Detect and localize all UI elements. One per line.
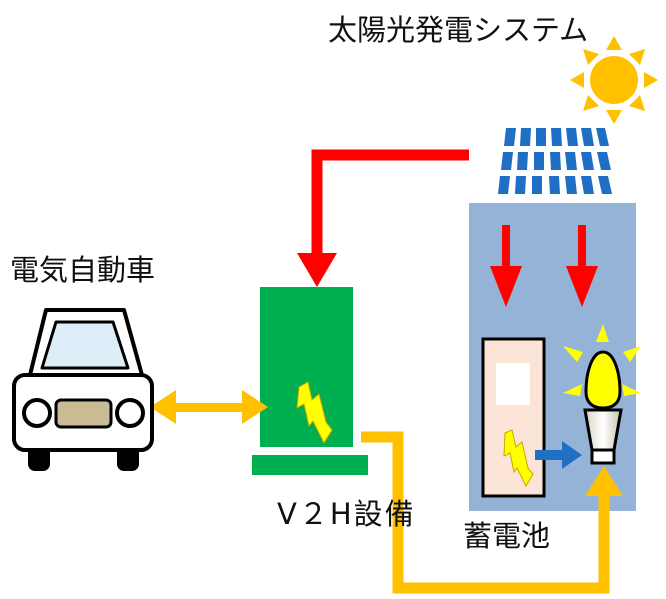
lightning-icon	[296, 381, 333, 445]
electric-vehicle-label: 電気自動車	[10, 253, 156, 287]
solar-panel-icon	[498, 128, 612, 194]
solar-to-v2h-arrow	[297, 149, 469, 287]
battery-unit	[481, 337, 546, 498]
solar-to-bulb-arrow	[566, 225, 598, 307]
sun-icon	[570, 36, 658, 124]
v2h-unit	[252, 287, 368, 475]
storage-battery-label: 蓄電池	[463, 519, 551, 553]
light-bulb-icon	[563, 324, 641, 465]
car-icon	[12, 308, 154, 471]
battery-to-bulb-arrow	[535, 441, 582, 469]
solar-to-battery-arrow	[490, 225, 522, 307]
lightning-icon	[503, 429, 534, 488]
car-v2h-bidirectional-arrow	[150, 390, 268, 424]
v2h-to-bulb-arrow	[361, 431, 623, 594]
v2h-equipment-label: V２H設備	[277, 497, 416, 531]
solar-system-label: 太陽光発電システム	[328, 13, 589, 47]
